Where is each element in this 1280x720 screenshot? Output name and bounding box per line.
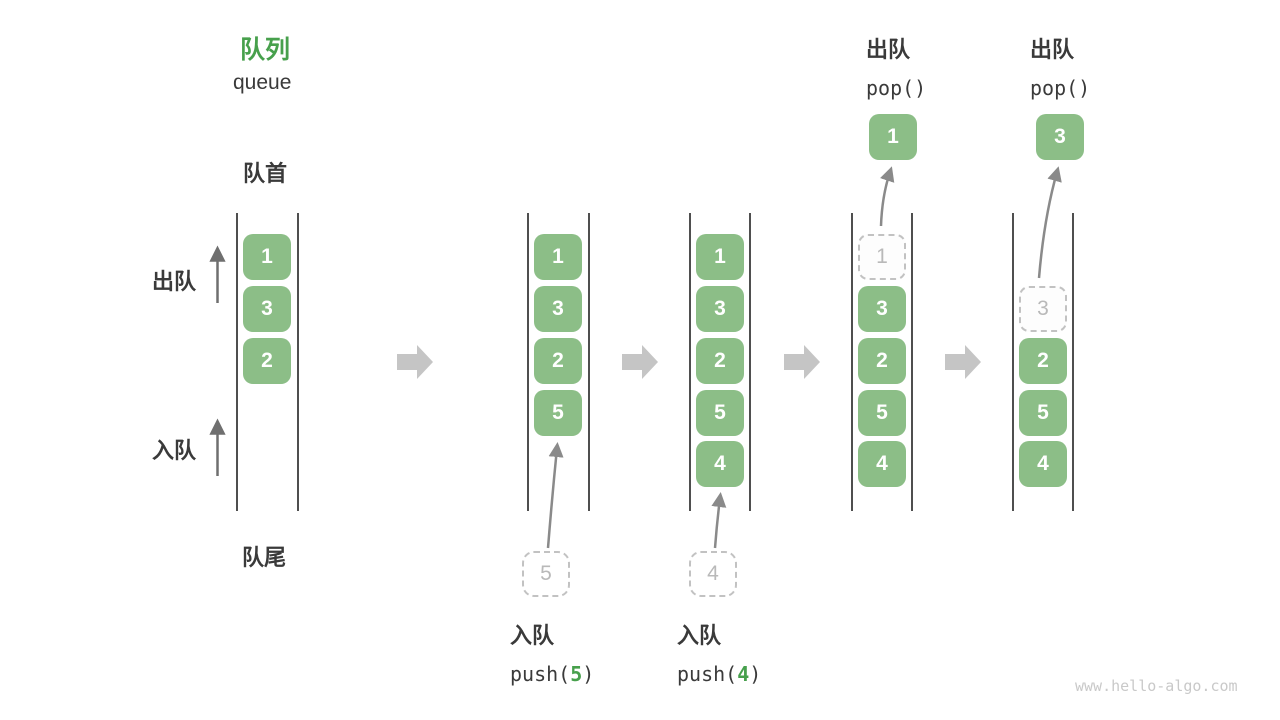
pop-1-label: 出队 xyxy=(866,37,911,62)
site-watermark: www.hello-algo.com xyxy=(1075,677,1238,695)
queue2-left-wall xyxy=(527,213,529,511)
queue4-cell-4: 4 xyxy=(858,441,906,487)
pending-cell-5: 5 xyxy=(522,551,570,597)
dequeue-side-label: 出队 xyxy=(152,269,197,294)
step-arrow-2 xyxy=(622,345,658,379)
pending-cell-4: 4 xyxy=(689,551,737,597)
queue3-cell-3: 5 xyxy=(696,390,744,436)
queue1-right-wall xyxy=(297,213,299,511)
step-arrow-4 xyxy=(945,345,981,379)
queue1-cell-2: 2 xyxy=(243,338,291,384)
push-5-label: 入队 xyxy=(510,623,555,648)
diagram-title-zh: 队列 xyxy=(240,36,291,64)
pop-1-annotation: 出队 pop() xyxy=(866,32,926,100)
queue1-cell-1: 3 xyxy=(243,286,291,332)
queue3-cell-0: 1 xyxy=(696,234,744,280)
queue2-cell-2: 2 xyxy=(534,338,582,384)
queue3-cell-4: 4 xyxy=(696,441,744,487)
pop-3-arrow xyxy=(1037,166,1062,279)
step-arrow-3 xyxy=(784,345,820,379)
queue5-left-wall xyxy=(1012,213,1014,511)
diagram-title-en: queue xyxy=(233,71,292,94)
queue5-removed-cell: 3 xyxy=(1019,286,1067,332)
queue3-cell-2: 2 xyxy=(696,338,744,384)
queue4-cell-3: 5 xyxy=(858,390,906,436)
queue4-left-wall xyxy=(851,213,853,511)
push-5-arrow xyxy=(546,442,564,549)
queue5-cell-3: 4 xyxy=(1019,441,1067,487)
queue2-cell-1: 3 xyxy=(534,286,582,332)
popped-cell-1: 1 xyxy=(869,114,917,160)
enqueue-side-label: 入队 xyxy=(152,438,197,463)
push-5-code: push(5) xyxy=(510,662,595,686)
queue5-cell-1: 2 xyxy=(1019,338,1067,384)
pop-3-annotation: 出队 pop() xyxy=(1030,32,1090,100)
queue2-right-wall xyxy=(588,213,590,511)
queue-front-label: 队首 xyxy=(243,161,288,186)
queue1-left-wall xyxy=(236,213,238,511)
push-4-annotation: 入队 push(4) xyxy=(677,618,761,686)
push-4-label: 入队 xyxy=(677,623,722,648)
queue4-cell-1: 3 xyxy=(858,286,906,332)
popped-cell-3: 3 xyxy=(1036,114,1084,160)
queue4-removed-cell: 1 xyxy=(858,234,906,280)
queue3-cell-1: 3 xyxy=(696,286,744,332)
pop-3-label: 出队 xyxy=(1030,37,1075,62)
pop-1-arrow xyxy=(879,166,895,227)
queue4-right-wall xyxy=(911,213,913,511)
queue5-right-wall xyxy=(1072,213,1074,511)
queue3-right-wall xyxy=(749,213,751,511)
step-arrow-1 xyxy=(397,345,433,379)
queue2-cell-3: 5 xyxy=(534,390,582,436)
pop-1-code: pop() xyxy=(866,76,927,100)
queue2-cell-0: 1 xyxy=(534,234,582,280)
queue1-cell-0: 1 xyxy=(243,234,291,280)
queue3-left-wall xyxy=(689,213,691,511)
pop-3-code: pop() xyxy=(1030,76,1091,100)
push-5-annotation: 入队 push(5) xyxy=(510,618,594,686)
push-4-code: push(4) xyxy=(677,662,762,686)
queue4-cell-2: 2 xyxy=(858,338,906,384)
queue5-cell-2: 5 xyxy=(1019,390,1067,436)
queue-rear-label: 队尾 xyxy=(242,545,287,570)
push-4-arrow xyxy=(711,492,727,549)
